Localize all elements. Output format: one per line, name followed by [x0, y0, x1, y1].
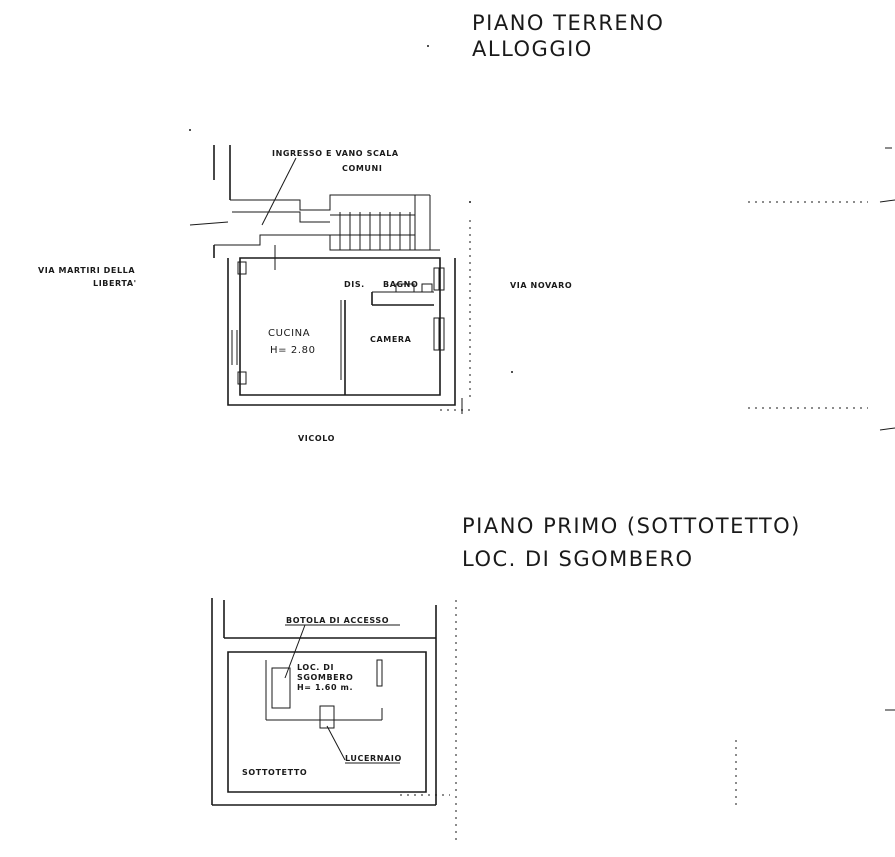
label-height: H= 2.80 [270, 345, 316, 356]
label-sottotetto: SOTTOTETTO [242, 768, 307, 777]
label-loc-line3: H= 1.60 m. [297, 683, 353, 692]
label-cucina: CUCINA [268, 328, 310, 339]
label-botola: BOTOLA DI ACCESSO [286, 616, 389, 625]
first-floor-subtitle: LOC. DI SGOMBERO [462, 547, 694, 571]
label-loc-line2: SGOMBERO [297, 673, 353, 682]
ground-floor-subtitle: ALLOGGIO [472, 37, 593, 61]
label-entrance-line1: INGRESSO E VANO SCALA [272, 149, 399, 158]
label-bottom-street: VICOLO [298, 434, 335, 443]
label-entrance-line2: COMUNI [342, 164, 382, 173]
label-dis: DIS. [344, 280, 365, 289]
label-bagno: BAGNO [383, 280, 418, 289]
stair-treads [330, 212, 415, 250]
scan-marks [189, 45, 895, 810]
label-loc-line1: LOC. DI [297, 663, 334, 672]
first-floor-plan [211, 598, 457, 840]
ground-floor-title: PIANO TERRENO [472, 11, 664, 35]
label-lucernaio: LUCERNAIO [345, 754, 402, 763]
label-camera: CAMERA [370, 335, 412, 344]
first-floor-title: PIANO PRIMO (SOTTOTETTO) [462, 514, 801, 538]
ground-floor-plan [189, 145, 470, 414]
label-street-right: VIA NOVARO [510, 281, 572, 290]
label-street-left-line2: LIBERTA' [93, 279, 137, 288]
label-street-left-line1: VIA MARTIRI DELLA [38, 266, 135, 275]
